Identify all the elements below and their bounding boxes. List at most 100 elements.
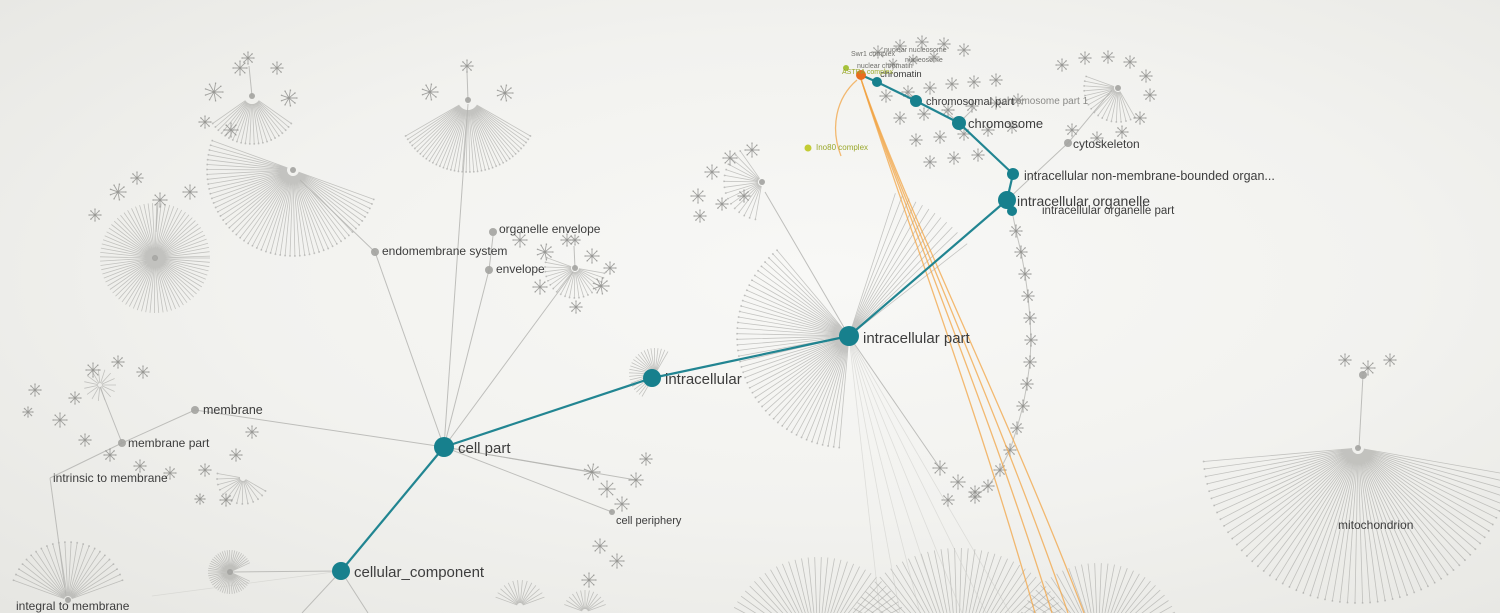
sparkle-tips: [993, 463, 1007, 477]
term-label[interactable]: Swr1 complex: [851, 51, 895, 58]
sparkle-center: [976, 153, 980, 157]
graph-node-cell-part[interactable]: [434, 437, 454, 457]
sparkle: [1124, 56, 1136, 68]
sparkle-tips: [950, 474, 966, 490]
term-label[interactable]: nuclear nucleosome: [884, 47, 947, 54]
term-label[interactable]: cell periphery: [616, 515, 682, 527]
term-label[interactable]: intrinsic to membrane: [53, 471, 168, 485]
sparkle: [972, 149, 984, 161]
sparkle-center: [1366, 366, 1370, 370]
cluster-anchor-dot[interactable]: [1064, 139, 1072, 147]
graph-node-astra-complex-node[interactable]: [843, 65, 849, 71]
sparkle: [629, 473, 643, 487]
sparkle-tips: [569, 234, 581, 246]
term-label[interactable]: chromosomal part: [926, 96, 1014, 108]
cluster-anchor-dot[interactable]: [609, 509, 615, 515]
sparkle-center: [946, 108, 950, 112]
sparkle-center: [698, 214, 702, 218]
sparkle-tips: [933, 130, 947, 144]
graph-edge: [443, 271, 574, 448]
graph-node-chromatin-highlight-node[interactable]: [856, 70, 866, 80]
sparkle-center: [620, 502, 624, 506]
cluster-anchor-dot[interactable]: [1359, 371, 1367, 379]
sparkle-tips: [879, 89, 893, 103]
cluster-anchor-dot[interactable]: [1115, 85, 1121, 91]
fan-spokes: [1084, 76, 1136, 123]
term-label[interactable]: membrane part: [128, 436, 210, 450]
cluster-anchor-dot[interactable]: [759, 179, 765, 185]
cluster-anchor-dot[interactable]: [572, 265, 578, 271]
term-label[interactable]: ASTRA complex: [842, 69, 893, 76]
term-label[interactable]: cell part: [458, 440, 511, 457]
cluster-anchor-dot[interactable]: [118, 439, 126, 447]
graph-node-chromosome[interactable]: [952, 116, 966, 130]
cluster-anchor-dot[interactable]: [1355, 445, 1361, 451]
cluster-anchor-dot[interactable]: [227, 569, 233, 575]
sparkle-tips: [1011, 93, 1025, 107]
term-label[interactable]: mitochondrion: [1338, 518, 1413, 532]
term-label[interactable]: nucleosome: [905, 57, 943, 64]
cluster-anchor-dot[interactable]: [489, 228, 497, 236]
sparkle: [958, 44, 970, 56]
term-label[interactable]: integral to membrane: [16, 599, 130, 613]
graph-edge: [301, 570, 342, 613]
term-label[interactable]: endomembrane system: [382, 244, 507, 258]
term-label[interactable]: cellular_component: [354, 564, 485, 581]
cluster-anchor-dot[interactable]: [152, 255, 158, 261]
sparkle: [872, 46, 884, 58]
term-label[interactable]: chromosome: [968, 116, 1043, 131]
term-label[interactable]: intracellular organelle part: [1042, 205, 1175, 217]
graph-node-intracellular-part[interactable]: [839, 326, 859, 346]
graph-node-chromatin-junction[interactable]: [872, 77, 882, 87]
sparkle: [53, 413, 67, 427]
sparkle: [615, 497, 629, 511]
term-label[interactable]: chromatin: [880, 69, 922, 80]
cluster-anchor-dot[interactable]: [65, 597, 71, 603]
cluster-anchor-dot[interactable]: [371, 248, 379, 256]
graph-node-intracellular[interactable]: [643, 369, 661, 387]
term-label[interactable]: Ino80 complex: [816, 143, 868, 152]
cluster-anchor-dot[interactable]: [191, 406, 199, 414]
sparkle: [220, 494, 232, 506]
sparkles-layer: [22, 35, 1397, 588]
cluster-anchor-dot[interactable]: [249, 93, 255, 99]
sparkle-center: [573, 238, 577, 242]
sparkle: [1010, 225, 1022, 237]
term-label[interactable]: intracellular: [665, 371, 742, 388]
term-label[interactable]: intracellular non-membrane-bounded organ…: [1024, 169, 1275, 183]
sparkle-tips: [893, 39, 907, 53]
sparkle: [1339, 354, 1351, 366]
sparkle: [233, 61, 247, 75]
fan-spokes: [1203, 448, 1500, 604]
term-label[interactable]: intracellular organelle: [1017, 193, 1150, 209]
sparkle-tips: [52, 412, 68, 428]
graph-node-cellular-component[interactable]: [332, 562, 350, 580]
term-label[interactable]: cytoskeleton: [1073, 137, 1140, 151]
sparkle-center: [696, 194, 700, 198]
graph-edge: [299, 179, 376, 253]
sparkle: [691, 189, 705, 203]
term-label[interactable]: nuclear chromatin: [857, 63, 913, 70]
graph-node-ino80-complex-node[interactable]: [804, 144, 812, 152]
term-label[interactable]: intracellular part: [863, 330, 971, 347]
term-label[interactable]: membrane: [203, 403, 263, 417]
sparkle-center: [1014, 229, 1018, 233]
sparkle: [29, 384, 41, 396]
graph-node-non-membrane-bounded-organelle[interactable]: [1007, 168, 1019, 180]
sparkle-center: [891, 62, 895, 66]
sparkle-tips: [928, 51, 940, 63]
sparkle: [281, 90, 297, 106]
cluster-anchor-dot[interactable]: [485, 266, 493, 274]
sparkle: [137, 366, 149, 378]
cluster-anchor-dot[interactable]: [465, 97, 471, 103]
graph-node-intracellular-organelle-part[interactable]: [1007, 206, 1017, 216]
term-label[interactable]: envelope: [496, 262, 545, 276]
term-label[interactable]: chromosome part 1: [1002, 96, 1089, 107]
cluster-anchor-dot[interactable]: [290, 167, 296, 173]
graph-node-intracellular-organelle[interactable]: [998, 191, 1016, 209]
sparkle: [69, 392, 81, 404]
term-label[interactable]: organelle envelope: [499, 222, 601, 236]
graph-node-chromosomal-part[interactable]: [910, 95, 922, 107]
